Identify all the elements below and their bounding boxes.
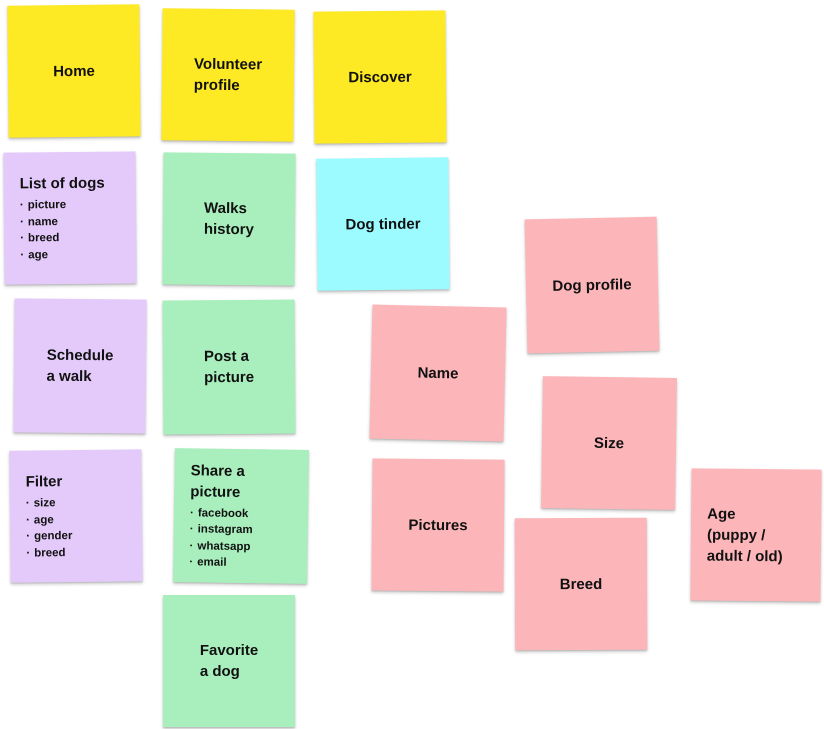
sticky-note-title: Share a picture — [190, 461, 245, 501]
sticky-note-bullet-item: size — [26, 495, 72, 512]
sticky-note-content: Home — [53, 60, 95, 81]
sticky-note-title: Favorite a dog — [199, 642, 259, 680]
sticky-note-title: Dog profile — [552, 275, 632, 295]
sticky-note-title: Post a picture — [203, 347, 255, 387]
sticky-note-content: Post a picture — [204, 346, 254, 388]
sticky-note-title: Discover — [348, 68, 412, 86]
sticky-note-content: Dog tinder — [345, 213, 420, 235]
sticky-note-name[interactable]: Name — [369, 304, 507, 442]
sticky-note-post-a-picture[interactable]: Post a picture — [162, 299, 296, 435]
sticky-note-bullet-item: instagram — [190, 521, 253, 538]
sticky-note-bullet-item: age — [26, 512, 72, 529]
sticky-note-content: Schedule a walk — [46, 345, 113, 388]
sticky-note-content: Breed — [560, 573, 603, 594]
sticky-note-home[interactable]: Home — [7, 4, 141, 138]
sticky-note-share-a-picture[interactable]: Share a picturefacebookinstagramwhatsapp… — [173, 448, 309, 584]
sticky-note-bullet-list: sizeagegenderbreed — [26, 495, 73, 561]
sticky-note-volunteer-profile[interactable]: Volunteer profile — [161, 8, 295, 142]
sticky-note-title: Dog tinder — [345, 215, 421, 233]
sticky-note-bullet-list: facebookinstagramwhatsappemail — [189, 505, 253, 572]
sticky-note-filter[interactable]: Filter sizeagegenderbreed — [9, 449, 143, 583]
sticky-note-title: Name — [417, 364, 459, 382]
sticky-note-pictures[interactable]: Pictures — [371, 458, 505, 592]
sticky-note-bullet-item: name — [20, 213, 105, 230]
sticky-note-title: Age (puppy / adult / old) — [706, 505, 783, 565]
sticky-note-bullet-item: gender — [26, 528, 72, 545]
sticky-note-content: Pictures — [408, 514, 467, 536]
sticky-note-list-of-dogs[interactable]: List of dogs picturenamebreedage — [3, 151, 137, 285]
sticky-note-bullet-item: email — [189, 554, 252, 571]
sticky-note-bullet-item: whatsapp — [189, 538, 252, 555]
sticky-note-content: Name — [417, 362, 458, 384]
sticky-note-title: Walks history — [203, 199, 254, 239]
sticky-note-title: Home — [53, 62, 95, 80]
sticky-note-title: Pictures — [408, 516, 468, 534]
sticky-note-schedule-a-walk[interactable]: Schedule a walk — [13, 298, 147, 434]
sticky-note-age[interactable]: Age (puppy / adult / old) — [690, 468, 822, 602]
sticky-note-discover[interactable]: Discover — [313, 10, 447, 144]
sticky-note-title: Volunteer profile — [193, 55, 263, 95]
sticky-note-content: Volunteer profile — [194, 54, 263, 97]
sticky-note-content: Dog profile — [552, 274, 632, 297]
sticky-note-content: Discover — [348, 66, 412, 88]
sticky-note-title: Schedule a walk — [46, 346, 114, 386]
sticky-note-bullet-list: picturenamebreedage — [20, 197, 106, 264]
sticky-note-dog-profile[interactable]: Dog profile — [524, 216, 660, 354]
sticky-note-bullet-item: facebook — [190, 505, 253, 522]
sticky-note-title: List of dogs — [19, 174, 105, 193]
sticky-note-title: Size — [593, 434, 625, 452]
sticky-note-bullet-item: breed — [26, 545, 72, 562]
sticky-note-breed[interactable]: Breed — [514, 517, 648, 651]
sticky-note-content: Walks history — [204, 198, 254, 240]
sticky-note-content: Filter sizeagegenderbreed — [26, 471, 73, 561]
sticky-note-title: Breed — [559, 575, 603, 593]
sticky-note-bullet-item: age — [20, 246, 105, 263]
sticky-note-content: Age (puppy / adult / old) — [707, 503, 783, 567]
sticky-note-bullet-item: breed — [20, 230, 105, 247]
sticky-note-content: Share a picturefacebookinstagramwhatsapp… — [189, 460, 253, 572]
sticky-note-dog-tinder[interactable]: Dog tinder — [316, 157, 450, 291]
sticky-note-size[interactable]: Size — [541, 376, 677, 510]
sticky-note-content: Size — [594, 432, 624, 453]
sticky-note-title: Filter — [25, 473, 63, 491]
sticky-note-favorite-a-dog[interactable]: Favorite a dog — [163, 595, 295, 727]
sticky-note-walks-history[interactable]: Walks history — [162, 152, 296, 286]
sticky-note-bullet-item: picture — [20, 197, 105, 214]
sticky-note-content: List of dogs picturenamebreedage — [20, 173, 106, 264]
sticky-note-content: Favorite a dog — [200, 640, 258, 682]
